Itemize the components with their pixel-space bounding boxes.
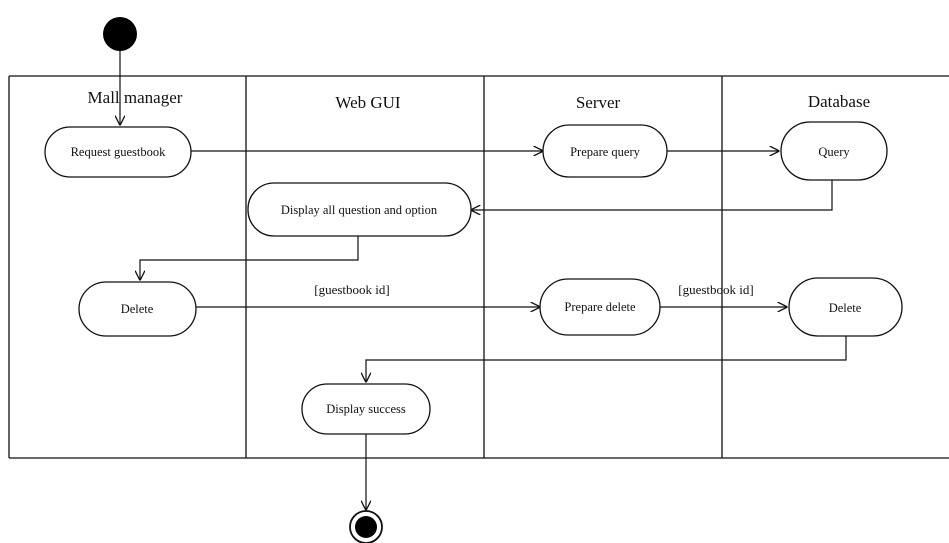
activity-query: Query xyxy=(780,121,888,181)
activity-delete-database: Delete xyxy=(788,277,903,337)
activity-request-guestbook: Request guestbook xyxy=(44,126,192,178)
activity-prepare-query: Prepare query xyxy=(542,124,668,178)
activity-label: Display success xyxy=(326,402,406,416)
lane-title-server: Server xyxy=(576,93,621,112)
control-flows xyxy=(120,51,847,510)
flow-delete-to-display-success xyxy=(366,336,847,382)
activity-label: Prepare query xyxy=(570,145,641,159)
activity-label: Delete xyxy=(121,302,154,316)
activity-label: Request guestbook xyxy=(71,145,167,159)
lane-title-mall-manager: Mall manager xyxy=(88,88,183,107)
flow-query-to-display-all xyxy=(471,180,833,210)
flow-display-all-to-delete xyxy=(140,236,359,280)
final-node xyxy=(349,510,383,543)
initial-node xyxy=(103,17,137,51)
activity-label: Query xyxy=(818,145,850,159)
swimlane-frame xyxy=(8,75,949,459)
activity-prepare-delete: Prepare delete xyxy=(539,278,661,336)
activity-display-all-question-and-option: Display all question and option xyxy=(247,182,472,237)
activity-display-success: Display success xyxy=(301,383,431,435)
lane-title-database: Database xyxy=(808,92,870,111)
activity-label: Display all question and option xyxy=(281,203,438,217)
guard-label-manager-to-server: [guestbook id] xyxy=(314,282,389,297)
activity-label: Delete xyxy=(829,301,862,315)
lane-title-web-gui: Web GUI xyxy=(335,93,401,112)
activity-delete-manager: Delete xyxy=(78,281,197,337)
guard-label-server-to-database: [guestbook id] xyxy=(678,282,753,297)
activity-label: Prepare delete xyxy=(564,300,636,314)
